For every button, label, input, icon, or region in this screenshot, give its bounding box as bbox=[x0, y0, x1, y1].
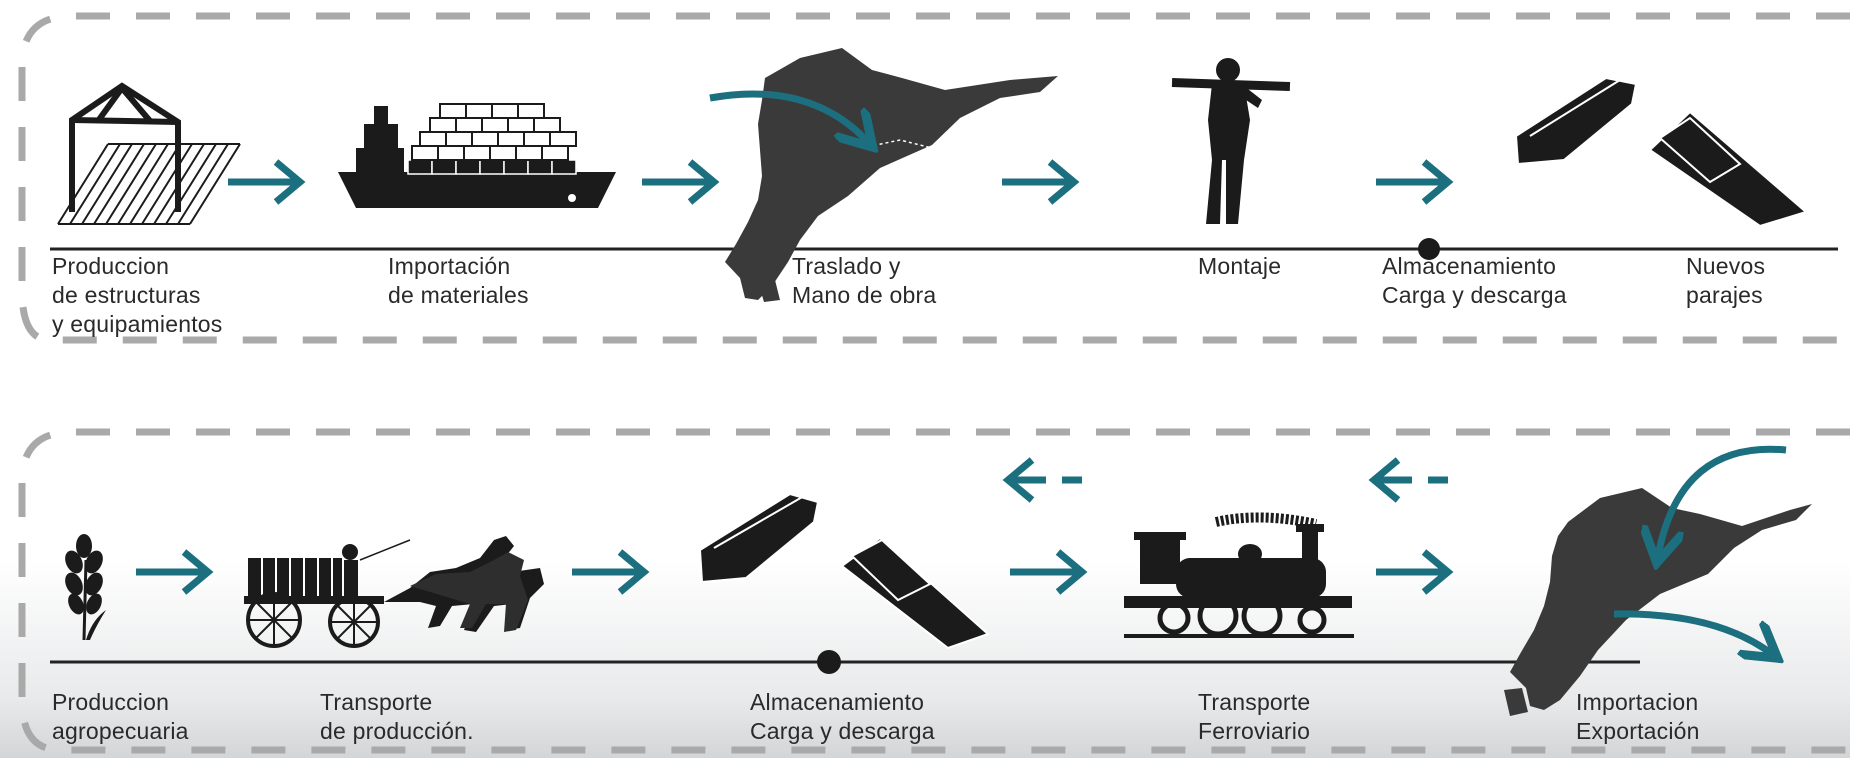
wheat-icon bbox=[65, 534, 106, 641]
label-line: Produccion bbox=[52, 689, 170, 715]
label-line: Transporte bbox=[320, 689, 433, 715]
return-arrow-icon bbox=[1368, 457, 1448, 503]
label-line: Produccion bbox=[52, 253, 170, 279]
label-importacion-exportacion: Importacion Exportación bbox=[1576, 688, 1700, 746]
label-nuevos-parajes: Nuevos parajes bbox=[1686, 252, 1765, 310]
label-almacenamiento-top: Almacenamiento Carga y descarga bbox=[1382, 252, 1567, 310]
bottom-section-frame bbox=[18, 428, 1850, 754]
flow-arrow-icon bbox=[642, 159, 720, 205]
cargo-ship-icon bbox=[338, 103, 616, 208]
label-line: Almacenamiento bbox=[1382, 253, 1557, 279]
map-argentina-icon bbox=[1504, 445, 1812, 716]
label-transporte-produccion: Transporte de producción. bbox=[320, 688, 474, 746]
label-almacenamiento-bottom: Almacenamiento Carga y descarga bbox=[750, 688, 935, 746]
map-argentina-icon bbox=[709, 48, 1058, 302]
label-line: Montaje bbox=[1198, 253, 1282, 279]
label-line: Carga y descarga bbox=[1382, 282, 1567, 308]
flow-arrow-icon bbox=[1002, 159, 1080, 205]
timeline-marker-bottom bbox=[817, 650, 841, 674]
label-line: Ferroviario bbox=[1198, 718, 1311, 744]
label-line: Importación bbox=[388, 253, 511, 279]
label-line: Nuevos bbox=[1686, 253, 1766, 279]
label-importacion-materiales: Importación de materiales bbox=[388, 252, 529, 310]
label-line: Carga y descarga bbox=[750, 718, 935, 744]
label-line: de producción. bbox=[320, 718, 474, 744]
label-line: Importacion bbox=[1576, 689, 1699, 715]
label-line: de materiales bbox=[388, 282, 529, 308]
flow-arrow-icon bbox=[228, 159, 306, 205]
flow-arrow-icon bbox=[1376, 549, 1454, 595]
label-line: agropecuaria bbox=[52, 718, 189, 744]
label-line: Traslado y bbox=[792, 253, 901, 279]
label-line: Mano de obra bbox=[792, 282, 937, 308]
label-line: Almacenamiento bbox=[750, 689, 925, 715]
warehouse-platform-icon bbox=[1648, 110, 1809, 228]
flow-arrow-icon bbox=[1376, 159, 1454, 205]
flow-arrow-icon bbox=[136, 549, 214, 595]
label-line: Transporte bbox=[1198, 689, 1311, 715]
return-arrow-icon bbox=[1002, 457, 1082, 503]
flow-arrow-icon bbox=[1010, 549, 1088, 595]
label-line: y equipamientos bbox=[52, 311, 223, 337]
label-produccion-agropecuaria: Produccion agropecuaria bbox=[52, 688, 189, 746]
warehouse-icon bbox=[1514, 76, 1638, 166]
label-traslado-mano-de-obra: Traslado y Mano de obra bbox=[792, 252, 936, 310]
label-montaje: Montaje bbox=[1198, 252, 1281, 281]
label-line: Exportación bbox=[1576, 718, 1700, 744]
worker-carrying-beam-icon bbox=[1171, 58, 1291, 224]
label-transporte-ferroviario: Transporte Ferroviario bbox=[1198, 688, 1310, 746]
structure-icon bbox=[57, 82, 241, 225]
horse-cart-icon bbox=[244, 536, 544, 648]
warehouse-pair-icon bbox=[698, 492, 990, 650]
label-line: de estructuras bbox=[52, 282, 201, 308]
timeline-marker-top bbox=[1418, 238, 1440, 260]
flow-arrow-icon bbox=[572, 549, 650, 595]
label-line: parajes bbox=[1686, 282, 1763, 308]
label-produccion-estructuras: Produccion de estructuras y equipamiento… bbox=[52, 252, 223, 339]
steam-locomotive-icon bbox=[1124, 512, 1354, 638]
